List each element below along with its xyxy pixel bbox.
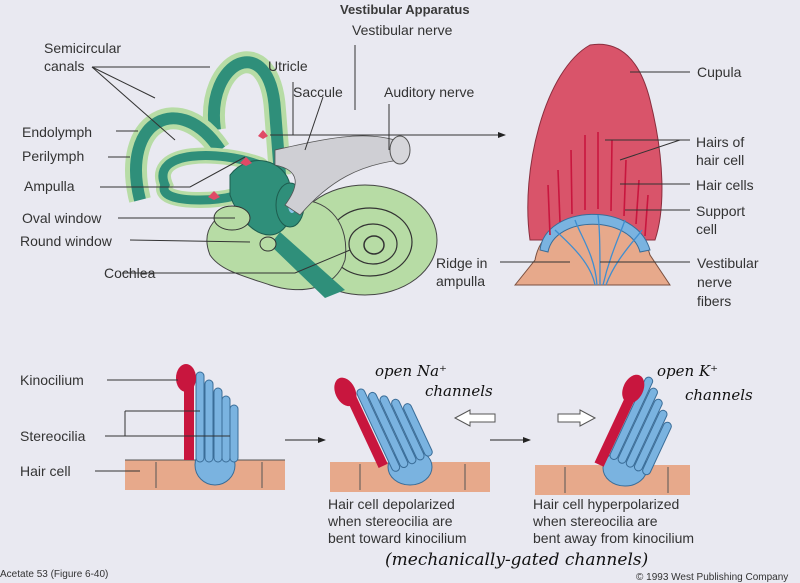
label-cupula: Cupula	[697, 64, 742, 80]
label-saccule: Saccule	[293, 84, 343, 100]
caption-hyperpolarized-line-1: Hair cell hyperpolarized	[533, 496, 680, 512]
inner-ear-illustration	[125, 51, 438, 298]
handwritten-mechanically-gated: (mechanically-gated channels)	[385, 550, 649, 570]
label-ridge-in-ampulla-1: Ridge in	[436, 255, 488, 271]
label-hairs-of-hair-cell-1: Hairs of	[696, 134, 745, 150]
label-vestibular-nerve: Vestibular nerve	[352, 22, 453, 38]
label-vestibular-nerve-fibers-3: fibers	[697, 293, 732, 309]
caption-depolarized-line-1: Hair cell depolarized	[328, 496, 455, 512]
label-cochlea: Cochlea	[104, 265, 156, 281]
label-hairs-of-hair-cell-2: hair cell	[696, 152, 745, 168]
label-ridge-in-ampulla-2: ampulla	[436, 273, 486, 289]
handwritten-open-na-1: open Na⁺	[375, 362, 447, 380]
hair-bundles	[547, 132, 649, 237]
label-round-window: Round window	[20, 233, 112, 249]
hair-cell-layer	[539, 213, 651, 253]
handwritten-open-k-2: channels	[685, 386, 753, 404]
handwritten-open-na-2: channels	[425, 382, 493, 400]
round-window-shape	[259, 236, 277, 252]
hair-cell-resting-illustration	[125, 364, 285, 490]
label-oval-window: Oval window	[22, 210, 102, 226]
label-vestibular-nerve-fibers-1: Vestibular	[697, 255, 759, 271]
label-semicircular-canals-2: canals	[44, 58, 85, 74]
left-arrow-icon	[453, 409, 496, 427]
label-perilymph: Perilymph	[22, 148, 85, 164]
right-arrow-icon	[557, 409, 597, 427]
hair-cell-hyperpolarized-illustration	[535, 374, 690, 495]
caption-depolarized-line-3: bent toward kinocilium	[328, 530, 467, 546]
ampulla-crista-illustration	[513, 43, 671, 286]
handwritten-open-k-1: open K⁺	[657, 362, 719, 380]
label-utricle: Utricle	[268, 58, 308, 74]
inner-ear-leader-lines	[91, 45, 506, 274]
hair-cell-depolarized-illustration	[330, 377, 496, 492]
footer-acetate-ref: Acetate 53 (Figure 6-40)	[0, 569, 109, 580]
label-vestibular-nerve-fibers-2: nerve	[697, 274, 733, 290]
footer-copyright: © 1993 West Publishing Company	[636, 572, 789, 583]
label-endolymph: Endolymph	[22, 124, 93, 140]
caption-depolarized-line-2: when stereocilia are	[328, 513, 453, 529]
label-hair-cells: Hair cells	[696, 177, 754, 193]
label-kinocilium: Kinocilium	[20, 372, 84, 388]
vestibular-nerve-bundle	[274, 135, 401, 216]
label-support-cell-2: cell	[696, 221, 718, 237]
caption-hyperpolarized-line-3: bent away from kinocilium	[533, 530, 695, 546]
figure-title: Vestibular Apparatus	[340, 2, 470, 17]
caption-hyperpolarized: Hair cell hyperpolarized when stereocili…	[533, 496, 694, 547]
label-stereocilia: Stereocilia	[20, 428, 86, 444]
caption-depolarized: Hair cell depolarized when stereocilia a…	[328, 496, 467, 547]
ampulla-leader-lines	[500, 71, 690, 263]
label-auditory-nerve: Auditory nerve	[384, 84, 475, 100]
label-hair-cell: Hair cell	[20, 463, 71, 479]
label-ampulla: Ampulla	[24, 178, 75, 194]
label-semicircular-canals-1: Semicircular	[44, 40, 122, 56]
nerve-fibers	[554, 214, 643, 286]
hair-cell-leader-lines	[95, 379, 230, 472]
caption-hyperpolarized-line-2: when stereocilia are	[533, 513, 658, 529]
cupula-shape	[527, 43, 663, 241]
label-support-cell-1: Support	[696, 203, 746, 219]
